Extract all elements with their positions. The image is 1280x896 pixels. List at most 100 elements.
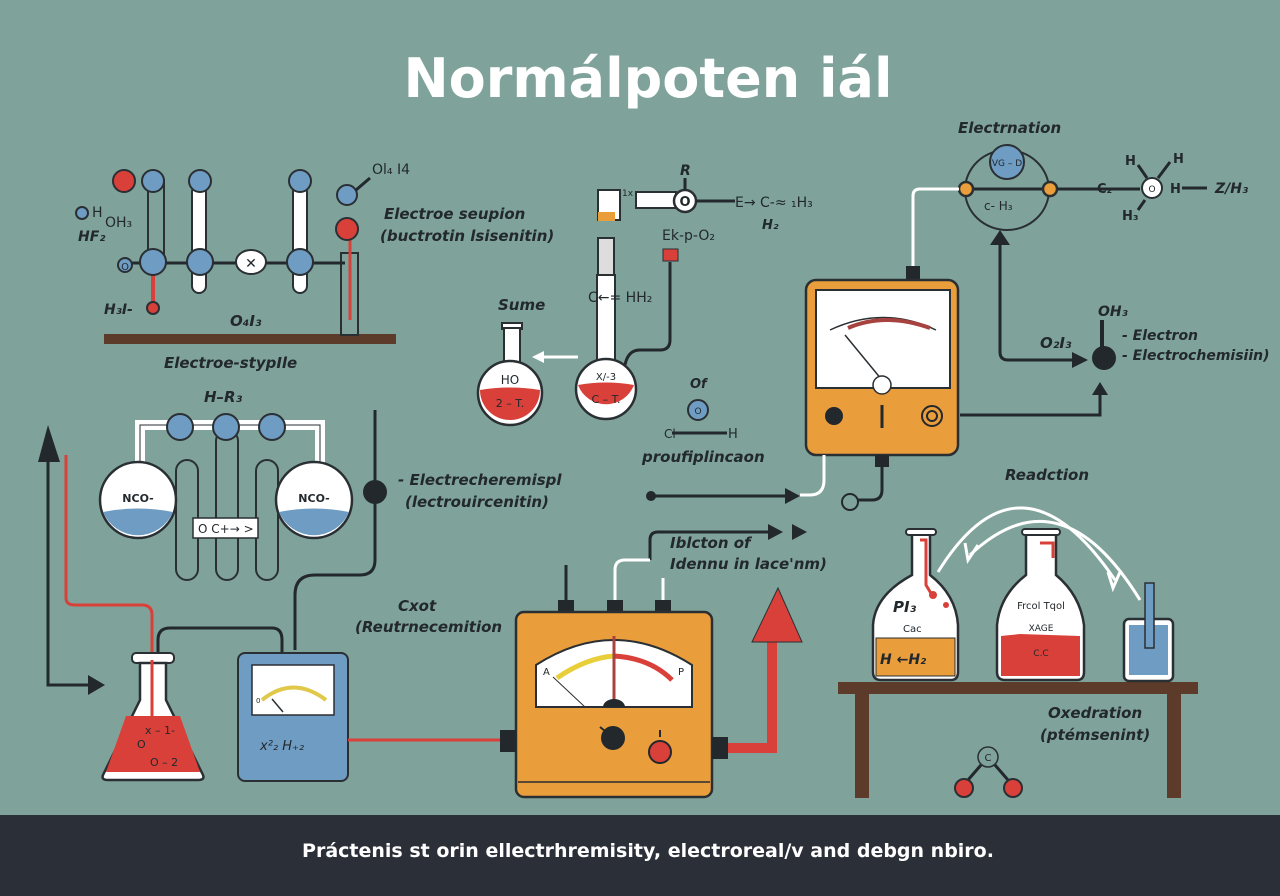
electrode-node xyxy=(363,480,387,504)
meter-arc-yellow xyxy=(555,653,615,681)
flask1-sub: Cac xyxy=(903,624,922,635)
scale-start: A xyxy=(543,667,550,678)
label-zh3: Z/H₃ xyxy=(1214,181,1248,197)
flask-left-label: HO xyxy=(501,373,519,387)
flask2-liquid-label: C.C xyxy=(1033,649,1048,659)
flask-liquid xyxy=(480,387,540,420)
footer-bar xyxy=(0,815,1280,896)
wire xyxy=(623,262,672,366)
label-o4i3: O₄I₃ xyxy=(230,312,262,330)
atom-red xyxy=(335,217,359,241)
atom xyxy=(286,248,314,276)
thermometer xyxy=(1144,582,1155,649)
atom-label: O xyxy=(694,407,701,417)
caption-readction: Readction xyxy=(1005,466,1089,484)
flask-label: O – 2 xyxy=(150,756,178,769)
red-arrow xyxy=(728,640,777,753)
flask-liquid xyxy=(1001,634,1080,676)
dial[interactable] xyxy=(921,405,943,427)
shelf xyxy=(104,334,396,344)
pipe xyxy=(635,191,677,209)
meter-face xyxy=(251,664,335,716)
label-sume: Sume xyxy=(498,296,545,314)
arrow-head xyxy=(785,488,800,504)
knob[interactable] xyxy=(825,407,843,425)
label-oh3: OH₃ xyxy=(1098,304,1128,320)
caption-electrochemispl: - Electrecheremispl xyxy=(398,471,562,489)
atom xyxy=(188,169,212,193)
molecular-apparatus: ✕ O Ol₄ I4 H OH₃ HF₂ H₃I- O₄I₃ Electroe-… xyxy=(75,162,554,372)
atom-red xyxy=(954,778,974,798)
label-1x: 1x xyxy=(622,189,634,199)
tube xyxy=(191,184,207,294)
flask-liquid xyxy=(279,508,349,536)
red-rod xyxy=(920,538,934,596)
bottom-left-apparatus: Cxot (Reutrnecemition x – 1- O O – 2 0 x… xyxy=(101,597,505,782)
label-of: Of xyxy=(690,377,709,392)
atom xyxy=(288,169,312,193)
caption-electroe-seupion-sub: (buctrotin lsisenitin) xyxy=(380,227,554,245)
label-hf2: HF₂ xyxy=(78,229,106,245)
voltage-source-label: VG – D xyxy=(992,159,1022,169)
meter-needle xyxy=(271,698,284,713)
arrow-head xyxy=(1106,571,1122,593)
footer-caption: Práctenis st orin ellectrhremisity, elec… xyxy=(302,840,994,862)
table-leg xyxy=(1167,694,1181,798)
flask-right-liquid-label: C – T. xyxy=(591,393,620,406)
flask-neck xyxy=(503,327,521,364)
red-wire xyxy=(64,455,154,660)
scale-end: P xyxy=(678,667,684,678)
arrow-head xyxy=(1072,352,1088,368)
caption-ibleton-sub: Idennu in lace'nm) xyxy=(670,555,827,573)
reaction-table: Readction PI₃ Cac H ←H₂ Frcol Tqol XAGE … xyxy=(838,466,1198,798)
white-wire xyxy=(911,187,959,270)
voltage-source xyxy=(989,144,1025,180)
flask-right-top-label: X/-3 xyxy=(596,372,616,383)
arrow-head xyxy=(38,425,60,462)
caption-electrnation: Electrnation xyxy=(958,119,1061,137)
valve-label: O xyxy=(679,195,690,210)
flask1-label: PI₃ xyxy=(893,598,917,616)
arrow-line xyxy=(648,530,770,560)
meter-face xyxy=(815,289,951,389)
atom xyxy=(117,257,133,273)
label-h: H xyxy=(92,205,103,221)
caption-ibleton: Iblcton of xyxy=(670,534,753,552)
caption-cxot-sub: (Reutrnecemition xyxy=(355,618,502,636)
atom xyxy=(258,413,286,441)
red-rod xyxy=(1040,541,1055,558)
flask-liquid xyxy=(106,716,200,772)
caption-cxot: Cxot xyxy=(398,597,437,615)
label-cl: Cl xyxy=(664,427,676,441)
terminal xyxy=(607,600,623,612)
red-button[interactable] xyxy=(648,740,672,764)
label-electron: - Electron xyxy=(1122,328,1198,344)
atom xyxy=(336,184,358,206)
label-r: R xyxy=(680,163,691,179)
atom-red xyxy=(112,169,136,193)
label-h2: H₂ xyxy=(762,218,779,233)
terminal-positive xyxy=(1041,180,1059,198)
flask-rim xyxy=(1021,528,1061,536)
atom-red xyxy=(1003,778,1023,798)
flask-liquid xyxy=(578,382,634,405)
label-chh2: C←= HH₂ xyxy=(588,290,652,306)
label-h3: H₃ xyxy=(1122,209,1139,224)
wire xyxy=(960,392,1102,417)
flask2-label: Frcol Tqol xyxy=(1017,601,1065,612)
label-h: H xyxy=(1125,154,1136,169)
node-x-label: ✕ xyxy=(245,256,257,272)
atom xyxy=(75,206,89,220)
flask-label: O xyxy=(137,738,146,751)
node-o-label: O xyxy=(121,262,129,273)
flask-rim xyxy=(905,528,937,536)
flask-label: x – 1- xyxy=(145,724,175,737)
red-arrow-head xyxy=(751,586,803,643)
label-plate xyxy=(192,517,259,539)
meter-needle-thin xyxy=(552,676,586,708)
meter-needle xyxy=(844,334,883,381)
terminal xyxy=(655,600,671,612)
needle-pivot xyxy=(872,375,892,395)
